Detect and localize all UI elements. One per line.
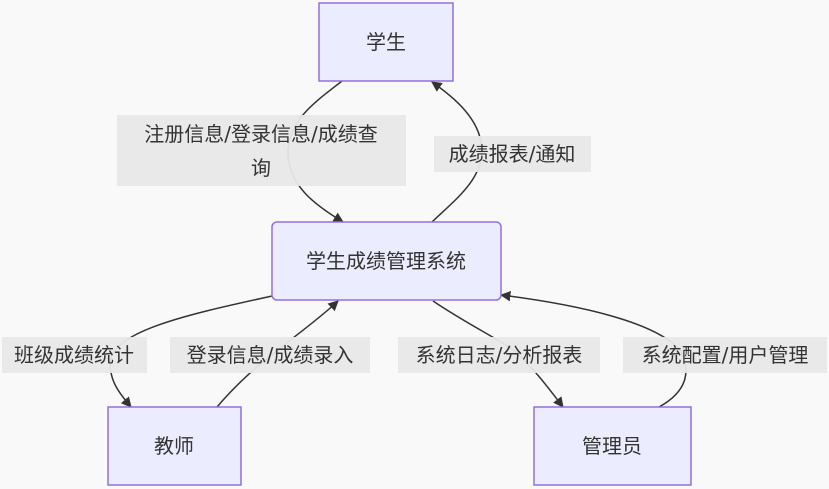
node-admin[interactable]: 管理员 <box>533 406 692 486</box>
edge-label-system-to-teacher: 班级成绩统计 <box>2 337 147 373</box>
edge-label-student-to-system-line1: 注册信息/登录信息/成绩查 <box>144 122 377 146</box>
edge-label-student-to-system-line2: 询 <box>251 156 271 180</box>
edge-label-system-to-student: 成绩报表/通知 <box>434 136 591 172</box>
edge-label-admin-to-system-text: 系统配置/用户管理 <box>642 343 809 367</box>
edge-label-system-to-teacher-text: 班级成绩统计 <box>14 343 134 367</box>
edge-label-admin-to-system: 系统配置/用户管理 <box>623 337 827 373</box>
node-student-label: 学生 <box>366 30 406 54</box>
edge-label-student-to-system: 注册信息/登录信息/成绩查 询 <box>117 115 406 186</box>
node-teacher[interactable]: 教师 <box>107 406 242 486</box>
edge-label-teacher-to-system-text: 登录信息/成绩录入 <box>187 343 354 367</box>
edge-label-system-to-admin: 系统日志/分析报表 <box>398 337 600 373</box>
edge-label-teacher-to-system: 登录信息/成绩录入 <box>170 337 370 373</box>
edge-label-system-to-student-text: 成绩报表/通知 <box>449 142 576 166</box>
node-teacher-label: 教师 <box>154 434 194 458</box>
node-system-label: 学生成绩管理系统 <box>306 249 466 273</box>
node-admin-label: 管理员 <box>582 434 642 458</box>
node-system[interactable]: 学生成绩管理系统 <box>271 221 502 301</box>
node-student[interactable]: 学生 <box>318 2 454 82</box>
edge-label-system-to-admin-text: 系统日志/分析报表 <box>416 343 583 367</box>
